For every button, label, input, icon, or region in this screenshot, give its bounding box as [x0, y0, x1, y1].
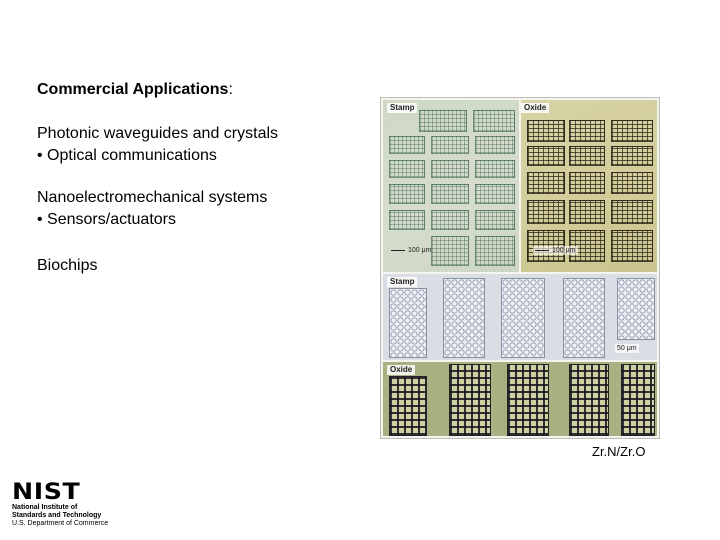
oxide-pattern — [569, 172, 605, 194]
oxide-pattern — [611, 230, 653, 262]
stamp-pattern — [431, 184, 469, 204]
nist-logo: NIST National Institute of Standards and… — [12, 482, 132, 536]
micrograph-figure: Stamp 100 μm Oxide 100 μm Stamp 50 μm — [380, 97, 660, 439]
stamp-pattern — [389, 136, 425, 154]
logo-line-commerce: U.S. Department of Commerce — [12, 520, 109, 527]
nist-wordmark: NIST — [12, 480, 81, 505]
oxide-pattern — [569, 120, 605, 142]
oxide-pattern — [621, 364, 655, 436]
stamp-pattern — [443, 278, 485, 358]
heading-colon: : — [228, 81, 233, 98]
text-photonic: Photonic waveguides and crystals — [37, 125, 279, 142]
oxide-pattern — [611, 172, 653, 194]
oxide-pattern — [527, 146, 565, 166]
stamp-pattern — [431, 160, 469, 178]
stamp-micrograph-top: Stamp 100 μm — [383, 100, 519, 272]
oxide-pattern — [569, 146, 605, 166]
logo-line-institute: National Institute of — [12, 504, 78, 511]
oxide-pattern — [507, 364, 549, 436]
stamp-pattern — [501, 278, 545, 358]
scale-bar-bottom: 50 μm — [615, 344, 639, 353]
stamp-pattern — [475, 236, 515, 266]
stamp-pattern — [419, 110, 467, 132]
oxide-label-bottom: Oxide — [387, 365, 416, 375]
oxide-micrograph-bottom: Oxide — [383, 362, 657, 436]
stamp-label-top: Stamp — [387, 103, 418, 113]
stamp-pattern — [389, 210, 425, 230]
stamp-pattern — [475, 160, 515, 178]
section-heading: Commercial Applications: — [37, 80, 233, 100]
oxide-pattern — [569, 364, 609, 436]
oxide-pattern — [527, 172, 565, 194]
stamp-pattern — [389, 160, 425, 178]
text-sensors: • Sensors/actuators — [37, 211, 176, 228]
text-optical: • Optical communications — [37, 147, 217, 164]
stamp-pattern — [563, 278, 605, 358]
stamp-label-bottom: Stamp — [387, 277, 418, 287]
oxide-pattern — [389, 376, 427, 436]
stamp-pattern — [475, 184, 515, 204]
stamp-pattern — [475, 210, 515, 230]
oxide-pattern — [611, 200, 653, 224]
stamp-micrograph-bottom: Stamp 50 μm — [383, 274, 657, 360]
scale-bar-left: 100 μm — [391, 246, 432, 255]
oxide-micrograph-top: Oxide 100 μm — [521, 100, 657, 272]
oxide-pattern — [527, 120, 565, 142]
stamp-pattern — [475, 136, 515, 154]
stamp-pattern — [431, 236, 469, 266]
heading-text: Commercial Applications — [37, 81, 229, 98]
logo-line-standards: Standards and Technology — [12, 512, 102, 519]
oxide-pattern — [569, 200, 605, 224]
figure-caption: Zr.N/Zr.O — [592, 444, 646, 459]
stamp-pattern — [431, 210, 469, 230]
stamp-pattern — [389, 184, 425, 204]
oxide-label-top: Oxide — [521, 103, 550, 113]
stamp-pattern — [389, 288, 427, 358]
oxide-pattern — [611, 120, 653, 142]
oxide-pattern — [527, 200, 565, 224]
stamp-pattern — [617, 278, 655, 340]
scale-bar-right: 100 μm — [533, 246, 578, 255]
stamp-pattern — [431, 136, 469, 154]
stamp-pattern — [473, 110, 515, 132]
text-nems: Nanoelectromechanical systems — [37, 189, 268, 206]
oxide-pattern — [449, 364, 491, 436]
text-biochips: Biochips — [37, 257, 98, 274]
oxide-pattern — [611, 146, 653, 166]
